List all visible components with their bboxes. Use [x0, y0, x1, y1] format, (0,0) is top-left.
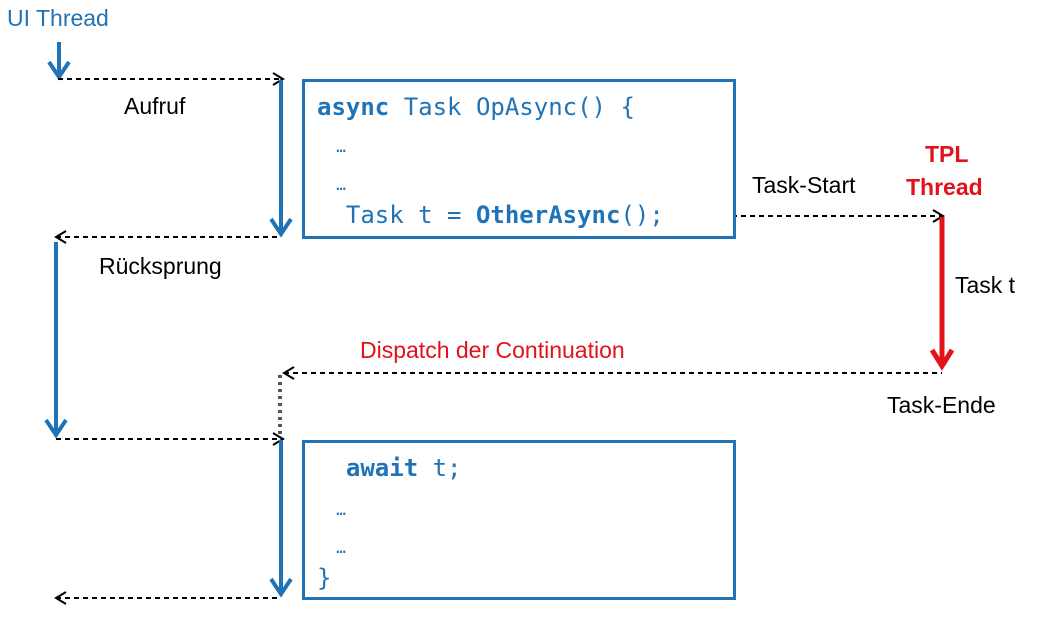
call-parens: (); — [620, 201, 664, 229]
task-start-label: Task-Start — [752, 172, 856, 198]
code-line-ellipsis-4: … — [317, 538, 346, 557]
ui-thread-label: UI Thread — [7, 5, 109, 31]
ui-thread-start-arrow — [47, 42, 71, 81]
signature-text: Task OpAsync() { — [389, 93, 635, 121]
ruecksprung-label: Rücksprung — [99, 253, 222, 279]
final-return-arrow — [54, 591, 280, 605]
aufruf-call-arrow — [58, 72, 285, 86]
other-async-call: OtherAsync — [475, 201, 621, 229]
code-line-ellipsis-2: … — [317, 175, 346, 194]
tpl-thread-label: Thread — [906, 174, 983, 200]
code-line-task-call: Task t = OtherAsync(); — [317, 200, 664, 230]
continuation-call-arrow — [56, 432, 285, 446]
dispatch-continuation-arrow — [282, 366, 942, 380]
code-line-ellipsis-3: … — [317, 500, 346, 519]
task-t-label: Task t — [955, 272, 1016, 298]
ui-thread-free-arrow — [44, 242, 68, 439]
await-keyword: await — [345, 454, 419, 482]
task-assignment-text: Task t = — [317, 201, 476, 229]
await-operand: t; — [418, 454, 462, 482]
continuation-code-box: await t; … … } — [302, 440, 736, 600]
code-line-ellipsis-1: … — [317, 137, 346, 156]
tpl-label: TPL — [925, 141, 969, 167]
aufruf-label: Aufruf — [124, 93, 186, 119]
opasync-code-box: async Task OpAsync() { … … Task t = Othe… — [302, 79, 736, 239]
task-start-arrow — [714, 209, 945, 223]
opasync-sync-execution-arrow — [269, 80, 293, 238]
async-keyword: async — [317, 93, 390, 121]
ruecksprung-return-arrow — [54, 230, 280, 244]
code-line-await: await t; — [317, 453, 462, 483]
code-line-closing-brace: } — [317, 564, 332, 592]
task-ende-label: Task-Ende — [887, 392, 996, 418]
tpl-thread-task-arrow — [929, 217, 955, 371]
code-line-signature: async Task OpAsync() { — [317, 92, 635, 122]
continuation-execution-arrow — [269, 440, 293, 598]
await-indent — [317, 454, 346, 482]
dispatch-label: Dispatch der Continuation — [360, 337, 625, 363]
